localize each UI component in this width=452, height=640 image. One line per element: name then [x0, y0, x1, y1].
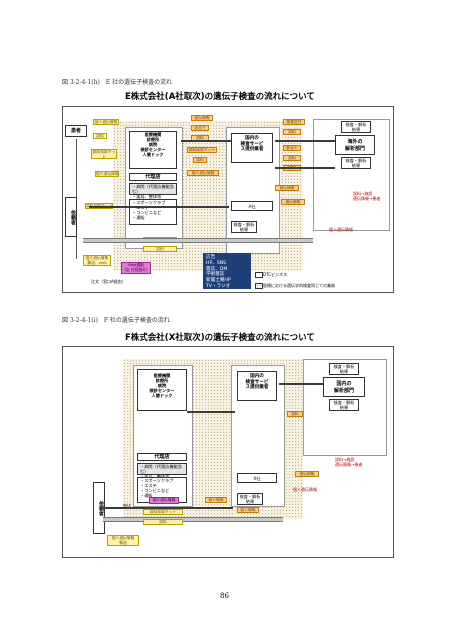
figure-e-overseas-result-bottom: 検査・解析 結果: [341, 157, 371, 169]
figure-f-pink-label: 個人遺伝情報: [149, 497, 179, 504]
figure-e-web-sales: Web通販 （店 社経由の）: [121, 262, 151, 274]
figure-f-domestic-result: 検査・解析 結果: [237, 493, 263, 505]
figure-e-orange-sample-3: 試料: [283, 129, 301, 135]
figure-e-label-sample-1: 試料: [93, 133, 107, 139]
figure-f-orange-personal: 個人情報: [205, 497, 227, 503]
figure-e-orange-kit: 試料採取キット: [187, 147, 217, 153]
figure-e-orange-sample-4: 試料: [283, 155, 301, 161]
figure-e-orange-mail: 郵送キ: [283, 145, 301, 151]
figure-f-label-kit-sample: 試料: [143, 519, 183, 525]
figure-e-title: E株式会社(A社取次)の遺伝子検査の流れについて: [125, 92, 315, 102]
figure-f-side-text: 試料→施設 遺伝情報→患者: [335, 457, 363, 467]
figure-e-overseas-result-top: 検査・解析 結果: [341, 121, 371, 133]
figure-f-arrow-to-lab: [279, 383, 323, 385]
figure-e-wide-arrow: [83, 238, 313, 243]
figure-e-orange-sample-2: 試料: [193, 157, 207, 163]
figure-e-frame: 患者 依頼者 個人遺伝情報 試料 試料採取キット 検査受付情報 個人遺伝情報 試…: [62, 106, 394, 293]
figure-e-orange-genetic-2: 遺伝情報: [275, 185, 299, 191]
figure-e-dtc-label: DTCビジネス: [263, 272, 288, 277]
figure-f-overseas-lab: 国内の 解析部門: [323, 377, 365, 397]
figure-e-label-personal-1: 個人遺伝情報: [93, 119, 119, 125]
figure-e-label-kit-info: 試料採取キット 検査受付情報: [91, 149, 117, 159]
figure-f-arrow-apply: [103, 507, 233, 509]
figure-f-medical-institution: 医療機関 診療所 病院 検診センター 人間ドック: [137, 369, 187, 411]
figure-e-arrow-from-lab: [275, 167, 335, 169]
figure-f-overseas-result-bottom: 検査・解析 結果: [329, 399, 359, 411]
figure-e-medical-institution: 医療機関 診療所 病院 検診センター 人間ドック: [129, 131, 177, 169]
figure-e-caption: 図 3-2-4-1(h) E 社の遺伝子検査の流れ: [62, 79, 173, 86]
figure-e-overseas-lab: 海外の 解析部門: [335, 135, 375, 155]
figure-e-orange-genetic: 遺伝情報: [191, 115, 213, 121]
figure-f-wide-arrow: [103, 517, 283, 522]
figure-e-domestic-provider: 国内の 検査サービ ス提供業者: [231, 133, 273, 163]
figure-e-medical-label: 医療における遺伝学的検査同じての業務: [263, 283, 335, 288]
figure-e-dtc-legend: [255, 272, 263, 278]
figure-e-advertising: 広告 HP、SNS 雑誌、DM 学術雑誌 新聞土曜HP TV・ラジオ: [203, 253, 251, 289]
figure-f-orange-sample: 試料: [287, 411, 303, 417]
page-number: 86: [220, 592, 229, 600]
figure-e-orange-send: 送金キ: [191, 125, 209, 131]
figure-f-personal-info-2: 個人遺伝情報: [293, 487, 317, 492]
figure-e-patient: 患者: [65, 125, 87, 137]
figure-f-title: F株式会社(X社取次)の遺伝子検査の流れについて: [125, 333, 315, 343]
figure-e-label-personal-2: 個人遺伝情報: [95, 171, 119, 177]
figure-e-label-sample-2: 試料: [143, 246, 177, 252]
figure-f-apply: 申込: [123, 503, 131, 508]
figure-f-orange-genetic: 遺伝情報: [295, 471, 319, 477]
figure-e-arrow-kit: [89, 206, 229, 208]
figure-f-overseas-result-top: 検査・解析 結果: [329, 363, 359, 375]
figure-f-label-personal-mail: 個人遺伝情報 郵送: [107, 535, 139, 546]
figure-f-agency-list-1: ・病院（代理店機能含む） ・薬局、整体等: [137, 463, 187, 479]
figure-f-personal-info: 個人情報: [237, 507, 259, 513]
figure-e-orange-genetic-3: 遺伝情報: [281, 199, 305, 205]
figure-e-orange-reception: 検査受付: [283, 119, 305, 125]
figure-e-orange-personal: 個人遺伝情報: [187, 170, 219, 176]
figure-e-side-text: 試料→施設 遺伝情報→患者: [353, 191, 381, 201]
figure-f-agency: 代理店: [137, 453, 187, 461]
figure-f-caption: 図 3-2-4-1(i) F 社の遺伝子検査の流れ: [62, 317, 170, 324]
figure-e-agency: 代理店: [129, 173, 177, 181]
figure-e-personal-info: 個人遺伝情報: [329, 227, 353, 232]
figure-e-label-personal-mail: 個人遺伝情報 郵送、web: [83, 255, 111, 266]
figure-e-client: 依頼者: [65, 197, 77, 237]
figure-e-medical-legend: [255, 283, 263, 289]
figure-e-agency-list-2: ・スポーツクラブ ・エステ ・コンビニなど ・通販: [129, 199, 177, 225]
figure-e-a-company: A社: [231, 201, 273, 211]
figure-f-arrow-sample: [187, 411, 235, 413]
figure-e-arrow-to-lab: [275, 140, 335, 142]
figure-e-agency-list-1: ・病院（代理店機能含む） ・薬局、整体等: [129, 183, 177, 199]
figure-e-domestic-result: 検査・解析 結果: [231, 221, 257, 233]
figure-e-footer-left: 注文（窓口A経由）: [91, 279, 126, 284]
figure-e-arrow-sample: [181, 140, 231, 142]
figure-f-label-kit: 試料採取キット: [143, 509, 183, 515]
figure-f-domestic-provider: 国内の 検査サービ ス提供業者: [237, 371, 277, 401]
figure-f-frame: 依頼者 申込 医療機関 診療所 病院 検診センター 人間ドック 代理店 ・病院（…: [62, 346, 394, 558]
figure-f-x-company: X社: [237, 473, 277, 483]
